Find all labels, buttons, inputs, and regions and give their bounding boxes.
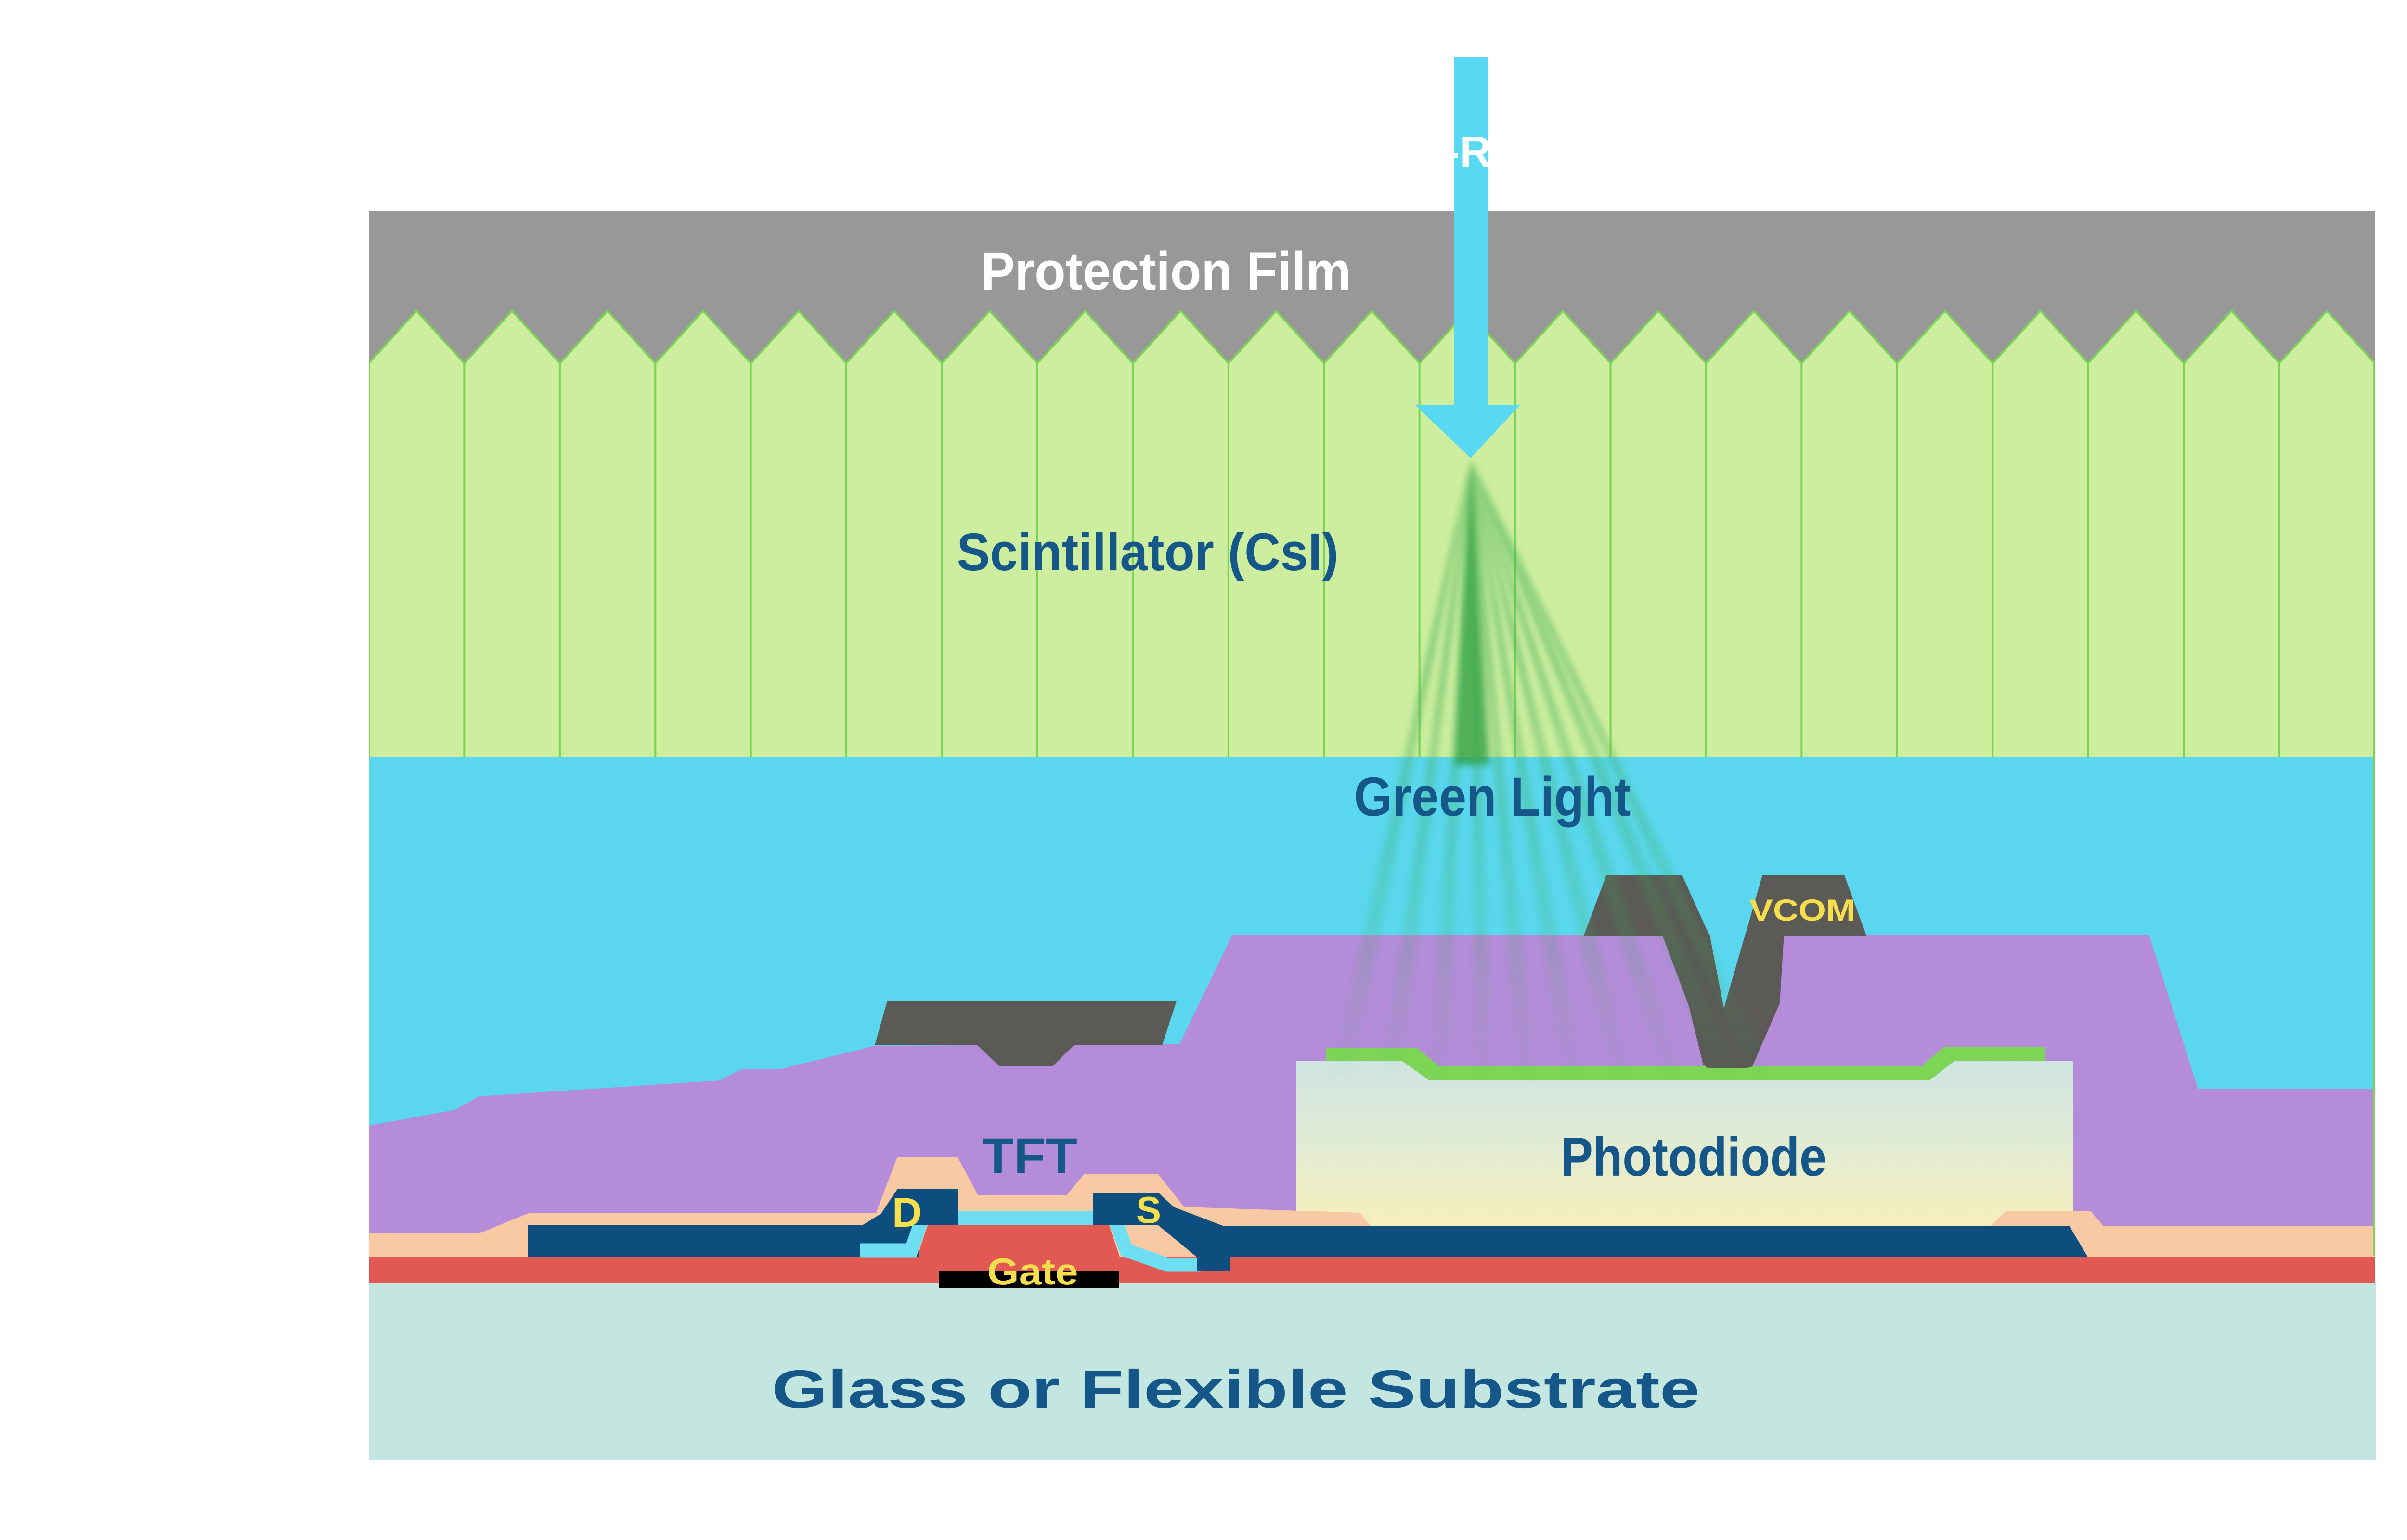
- svg-text:S: S: [1136, 1189, 1161, 1231]
- svg-text:Gate: Gate: [987, 1250, 1078, 1293]
- svg-text:D: D: [892, 1190, 922, 1236]
- svg-text:Photodiode: Photodiode: [1561, 1127, 1826, 1188]
- svg-text:Protection Film: Protection Film: [981, 241, 1351, 301]
- svg-text:VCOM: VCOM: [1749, 894, 1855, 927]
- svg-text:Glass or Flexible Substrate: Glass or Flexible Substrate: [772, 1359, 1700, 1419]
- svg-text:TFT: TFT: [982, 1128, 1077, 1184]
- svg-text:X-Ray: X-Ray: [1416, 128, 1539, 176]
- svg-text:Green Light: Green Light: [1354, 766, 1631, 828]
- svg-text:Scintillator (CsI): Scintillator (CsI): [957, 523, 1339, 582]
